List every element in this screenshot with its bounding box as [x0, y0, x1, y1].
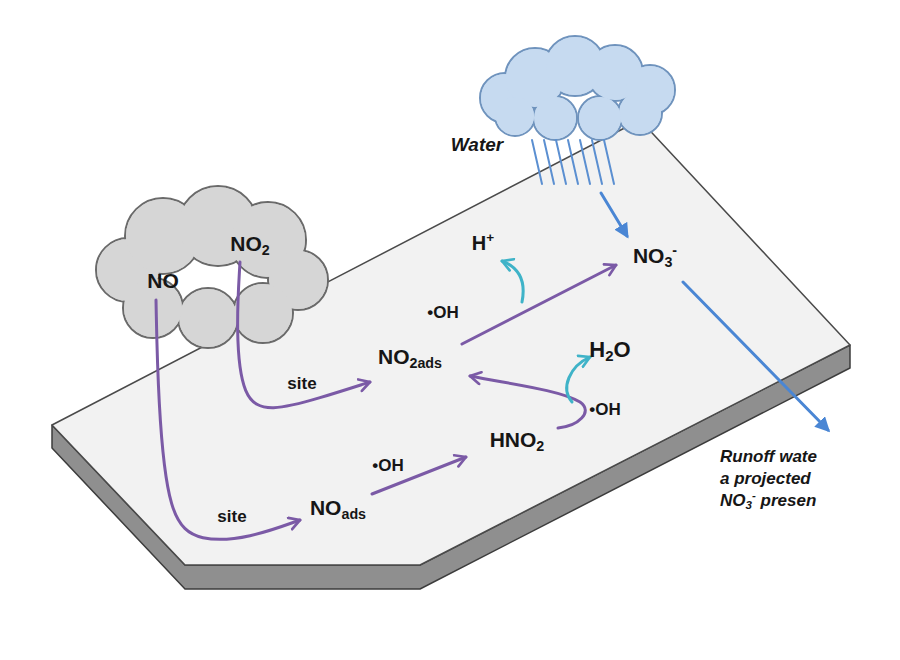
rain-cloud: Water: [470, 38, 685, 140]
species-label: •OH: [372, 457, 403, 476]
species-label: NO: [147, 269, 179, 292]
species-label: H+: [472, 232, 494, 254]
flow-arrow: [238, 262, 370, 408]
surface-slab: H+ NO3- •OH H2O NO2ads site •OH HNO2 •OH NOads sit…: [50, 118, 852, 592]
species-label: Water: [451, 135, 503, 156]
reaction-arrow: [372, 457, 466, 494]
species-label: site: [217, 508, 246, 527]
species-label: NO2: [230, 232, 269, 255]
species-label: HNO2: [490, 428, 545, 451]
gas-cloud: NO2NO: [88, 188, 333, 348]
note-label: Runoff wate a projected NO3- presen: [720, 446, 828, 512]
reaction-arrow: [462, 265, 616, 344]
rain-cloud-outline: [470, 38, 685, 140]
species-label: site: [287, 375, 316, 394]
species-label: NOads: [310, 496, 366, 519]
byproduct-arrow: [567, 357, 590, 402]
species-label: NO3-: [633, 244, 677, 267]
gas-cloud-outline: [88, 188, 333, 348]
rain-streaks: [532, 140, 614, 184]
flow-arrow: [156, 300, 300, 539]
surface-slab-outline: [50, 118, 852, 592]
species-label: NO2ads: [378, 345, 442, 368]
flow-arrow: [601, 193, 627, 236]
species-label: •OH: [589, 401, 620, 420]
byproduct-arrow: [502, 261, 523, 302]
runoff-arrow: [683, 282, 828, 430]
species-label: •OH: [427, 304, 458, 323]
species-label: H2O: [589, 338, 630, 362]
